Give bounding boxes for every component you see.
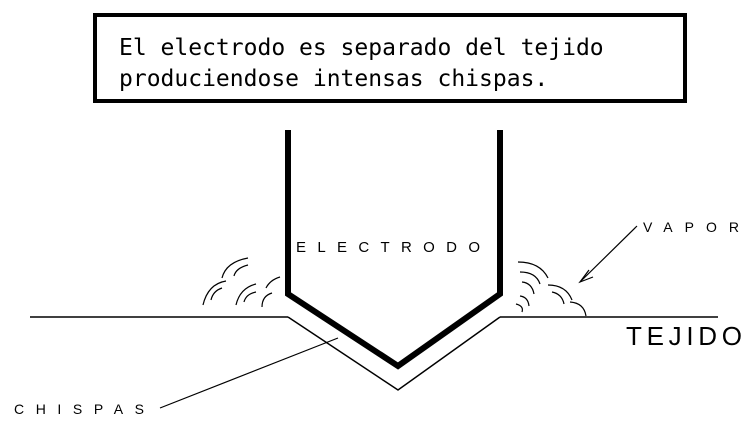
electrode-outline — [285, 130, 503, 370]
caption-line-1: El electrodo es separado del tejido — [119, 35, 604, 61]
vapor-puffs-right — [515, 261, 587, 317]
vapor-puffs-left — [202, 257, 281, 308]
tissue-crater — [287, 316, 501, 391]
chispas-pointer-line — [159, 337, 339, 409]
vapor-label: VAPOR — [643, 219, 739, 235]
caption-line-2: produciendose intensas chispas. — [119, 66, 549, 92]
chispas-label: CHISPAS — [14, 401, 144, 417]
vapor-pointer-arrow — [578, 225, 638, 284]
electrodo-label: ELECTRODO — [296, 239, 480, 256]
tejido-label: TEJIDO — [626, 321, 742, 351]
caption-box: El electrodo es separado del tejido prod… — [93, 13, 687, 103]
